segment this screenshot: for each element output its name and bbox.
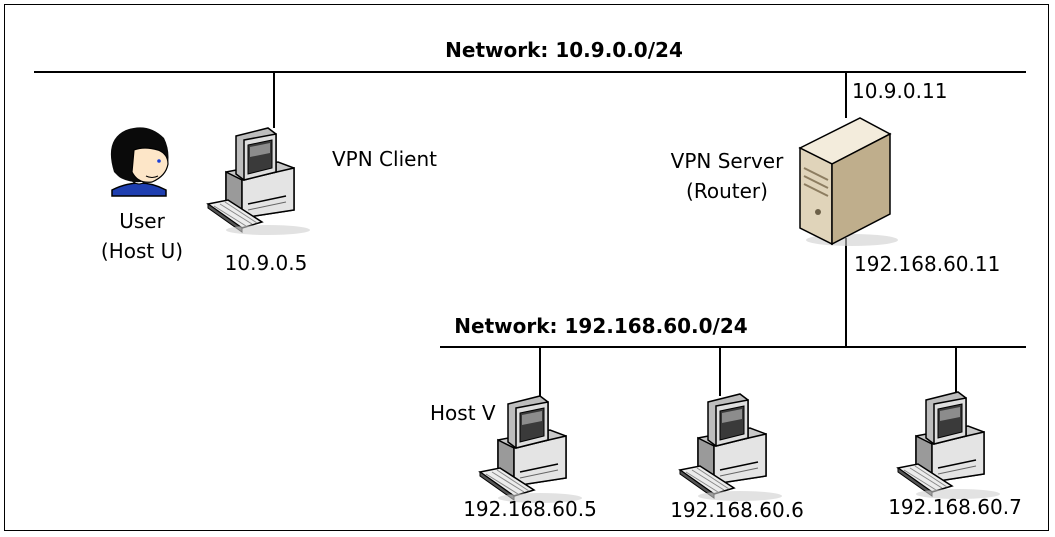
host-1-ip: 192.168.60.5 — [463, 497, 597, 521]
vpn-client-ip: 10.9.0.5 — [225, 251, 308, 275]
host-3-computer-icon — [897, 391, 1001, 500]
user-icon — [110, 127, 169, 197]
vpn-client-label: VPN Client — [332, 147, 437, 171]
diagram-frame — [4, 4, 1049, 531]
vpn-client-computer-icon — [207, 127, 311, 236]
vpn-server-role-label: (Router) — [686, 179, 768, 203]
host-1-label: Host V — [430, 401, 496, 425]
network-title-outer: Network: 10.9.0.0/24 — [445, 38, 683, 62]
vpn-server-icon — [798, 117, 898, 246]
host-2-ip: 192.168.60.6 — [670, 498, 804, 522]
vpn-server-label: VPN Server — [671, 149, 784, 173]
host-3-ip: 192.168.60.7 — [888, 495, 1022, 519]
user-label: User — [119, 209, 165, 233]
network-title-inner: Network: 192.168.60.0/24 — [454, 314, 747, 338]
user-host-label: (Host U) — [101, 239, 183, 263]
vpn-server-inner-ip: 192.168.60.11 — [854, 252, 1000, 276]
vpn-server-outer-ip: 10.9.0.11 — [852, 79, 947, 103]
host-2-computer-icon — [679, 393, 783, 502]
